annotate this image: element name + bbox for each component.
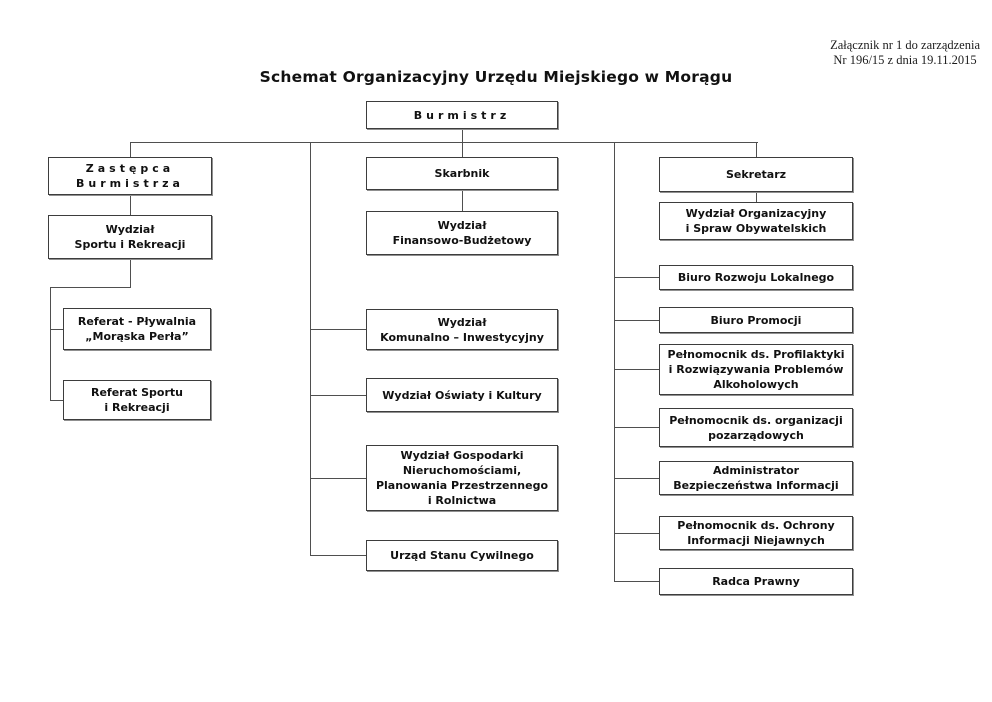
connector-line	[310, 143, 311, 556]
org-node-wydzial-sportu: Wydział Sportu i Rekreacji	[48, 215, 212, 259]
connector-line	[756, 143, 757, 157]
connector-line	[130, 143, 131, 157]
connector-line	[614, 478, 659, 479]
connector-line	[50, 288, 51, 401]
org-node-urzad-stanu: Urząd Stanu Cywilnego	[366, 540, 558, 571]
org-node-label: Zastępca Burmistrza	[76, 162, 184, 190]
org-node-wydzial-organizacyjny: Wydział Organizacyjny i Spraw Obywatelsk…	[659, 202, 853, 240]
org-node-label: Wydział Finansowo-Budżetowy	[392, 219, 532, 247]
org-node-label: Wydział Sportu i Rekreacji	[74, 223, 186, 251]
connector-line	[462, 129, 463, 142]
org-node-label: Burmistrz	[413, 108, 511, 122]
connector-line	[130, 259, 131, 288]
connector-line	[614, 143, 615, 582]
org-node-burmistrz: Burmistrz	[366, 101, 558, 129]
org-node-label: Sekretarz	[725, 168, 787, 181]
connector-line	[614, 427, 659, 428]
org-node-label: Radca Prawny	[712, 575, 800, 588]
org-node-skarbnik: Skarbnik	[366, 157, 558, 190]
page-title: Schemat Organizacyjny Urzędu Miejskiego …	[259, 68, 733, 86]
org-node-label: Wydział Komunalno – Inwestycyjny	[380, 315, 544, 344]
org-node-label: Pełnomocnik ds. organizacji pozarządowyc…	[669, 413, 843, 442]
org-node-biuro-promocji: Biuro Promocji	[659, 307, 853, 333]
connector-line	[614, 320, 659, 321]
connector-line	[614, 277, 659, 278]
org-node-sekretarz: Sekretarz	[659, 157, 853, 192]
connector-line	[50, 287, 131, 288]
org-node-label: Administrator Bezpieczeństwa Informacji	[673, 464, 839, 492]
org-node-label: Wydział Oświaty i Kultury	[382, 388, 542, 402]
connector-line	[614, 369, 659, 370]
connector-line	[130, 195, 131, 215]
connector-line	[756, 192, 757, 202]
org-node-label: Urząd Stanu Cywilnego	[390, 549, 534, 562]
org-node-label: Pełnomocnik ds. Ochrony Informacji Nieja…	[677, 519, 835, 547]
org-node-label: Referat - Pływalnia „Morąska Perła”	[77, 315, 197, 343]
org-node-label: Biuro Rozwoju Lokalnego	[677, 271, 835, 284]
connector-line	[50, 329, 63, 330]
connector-line	[310, 395, 366, 396]
connector-line	[310, 555, 366, 556]
connector-line	[310, 478, 366, 479]
org-node-label: Wydział Organizacyjny i Spraw Obywatelsk…	[685, 207, 827, 235]
org-node-zastepca: Zastępca Burmistrza	[48, 157, 212, 195]
org-node-label: Referat Sportu i Rekreacji	[91, 386, 183, 414]
connector-line	[462, 143, 463, 157]
org-node-label: Pełnomocnik ds. Profilaktyki i Rozwiązyw…	[667, 348, 845, 391]
connector-line	[310, 329, 366, 330]
attachment-note: Załącznik nr 1 do zarządzenia Nr 196/15 …	[830, 38, 980, 68]
org-node-radca-prawny: Radca Prawny	[659, 568, 853, 595]
org-node-wydzial-finansowo: Wydział Finansowo-Budżetowy	[366, 211, 558, 255]
org-node-wydzial-gospodarki: Wydział Gospodarki Nieruchomościami, Pla…	[366, 445, 558, 511]
connector-line	[50, 400, 63, 401]
org-node-label: Skarbnik	[434, 167, 490, 180]
org-node-pelnomocnik-ochrony: Pełnomocnik ds. Ochrony Informacji Nieja…	[659, 516, 853, 550]
org-node-biuro-rozwoju: Biuro Rozwoju Lokalnego	[659, 265, 853, 290]
connector-line	[614, 533, 659, 534]
org-node-pelnomocnik-profilaktyki: Pełnomocnik ds. Profilaktyki i Rozwiązyw…	[659, 344, 853, 395]
connector-line	[462, 190, 463, 211]
org-node-pelnomocnik-organizacji: Pełnomocnik ds. organizacji pozarządowyc…	[659, 408, 853, 447]
org-node-referat-plywalnia: Referat - Pływalnia „Morąska Perła”	[63, 308, 211, 350]
org-node-wydzial-komunalno: Wydział Komunalno – Inwestycyjny	[366, 309, 558, 350]
org-node-label: Wydział Gospodarki Nieruchomościami, Pla…	[375, 449, 549, 507]
org-node-wydzial-oswiaty: Wydział Oświaty i Kultury	[366, 378, 558, 412]
org-node-administrator: Administrator Bezpieczeństwa Informacji	[659, 461, 853, 495]
connector-line	[130, 142, 758, 143]
org-node-referat-sportu: Referat Sportu i Rekreacji	[63, 380, 211, 420]
org-node-label: Biuro Promocji	[710, 313, 802, 327]
connector-line	[614, 581, 659, 582]
